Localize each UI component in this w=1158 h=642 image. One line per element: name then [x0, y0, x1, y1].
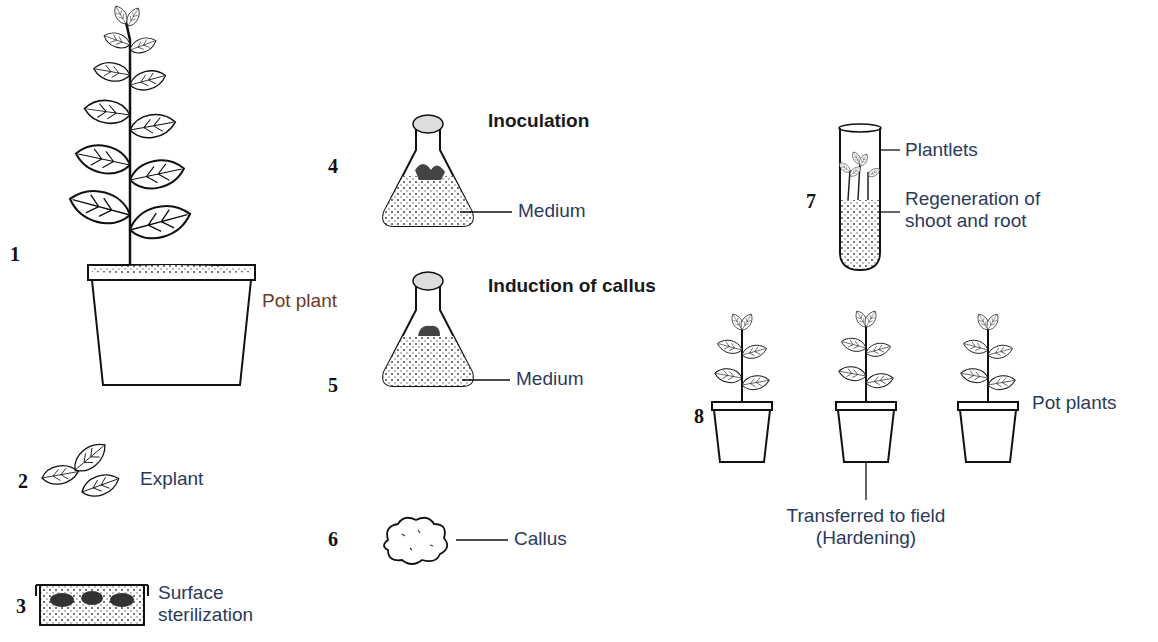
callus-texture [402, 530, 433, 550]
step-title: Induction of callus [488, 275, 656, 297]
part-label: Callus [514, 528, 567, 550]
callout-number: 3 [16, 595, 26, 618]
culture-flask [383, 115, 473, 226]
culture-flask [383, 272, 473, 386]
potted-plantlets [712, 309, 1018, 500]
callus-mass [384, 518, 447, 564]
step-title: Inoculation [488, 110, 589, 132]
leader-line [456, 539, 508, 540]
part-label: Medium [516, 368, 584, 390]
callout-number: 1 [10, 243, 20, 266]
callout-number: 5 [328, 374, 338, 397]
leader-line [880, 211, 900, 212]
callout-number: 6 [328, 528, 338, 551]
step-label: Regeneration of shoot and root [905, 188, 1055, 232]
part-label: Explant [140, 468, 203, 490]
callout-number: 8 [694, 405, 704, 428]
step-label: Surface sterilization [158, 582, 278, 626]
leader-line [460, 211, 512, 212]
step-label: Transferred to field (Hardening) [766, 505, 966, 549]
callout-number: 2 [18, 470, 28, 493]
part-label: Medium [518, 200, 586, 222]
part-label: Plantlets [905, 139, 978, 161]
part-label: Pot plant [262, 290, 337, 312]
leader-line [880, 149, 900, 150]
pot-plant [66, 4, 255, 385]
explant-leaves [40, 438, 122, 501]
test-tube [837, 124, 881, 270]
leader-line [462, 379, 510, 380]
callout-number: 7 [806, 190, 816, 213]
petri-dish [36, 585, 148, 625]
callout-number: 4 [328, 155, 338, 178]
part-label: Pot plants [1032, 392, 1117, 414]
